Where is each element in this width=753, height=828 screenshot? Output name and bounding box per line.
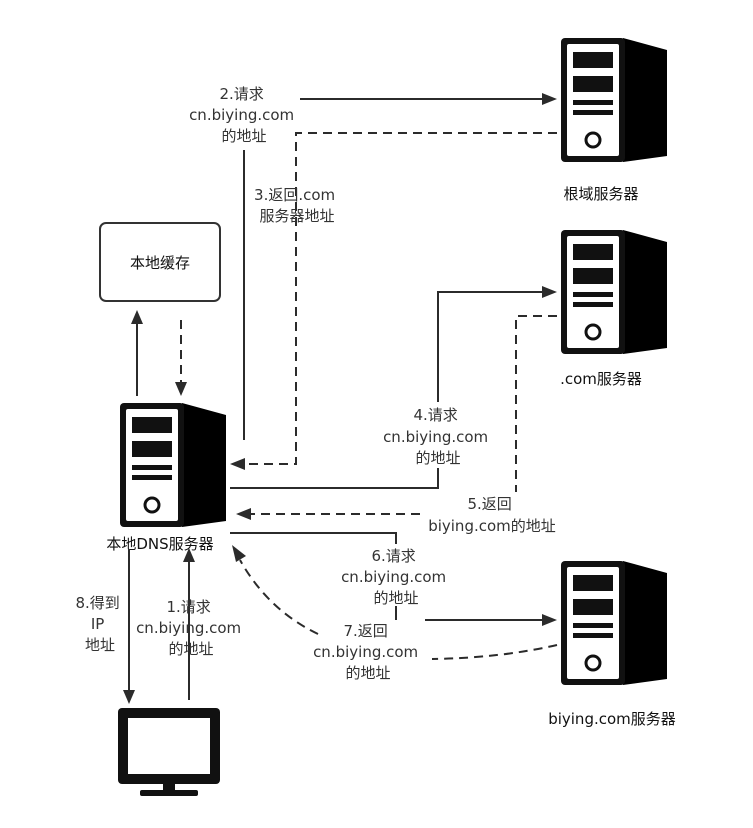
arrow-step3-response xyxy=(230,132,557,470)
arrow-step7-response xyxy=(232,545,558,660)
com-server-icon xyxy=(559,228,669,356)
biying-server-label: biying.com服务器 xyxy=(548,710,676,728)
arrow-step4-request xyxy=(230,286,557,489)
local-cache-node: 本地缓存 xyxy=(99,222,221,302)
root-server-icon xyxy=(559,36,669,164)
arrow-step5-response xyxy=(236,315,557,520)
com-server-label: .com服务器 xyxy=(560,370,642,388)
arrow-step1-request xyxy=(183,548,195,700)
arrow-step6-request xyxy=(230,532,557,626)
arrow-step8-ip-returned xyxy=(123,549,135,704)
step2-label: 2.请求 cn.biying.com 的地址 xyxy=(189,85,299,145)
step7-label: 7.返回 cn.biying.com 的地址 xyxy=(313,622,423,682)
local-dns-server-icon xyxy=(118,401,228,529)
arrow-dns-to-cache xyxy=(131,310,143,396)
step5-label: 5.返回 biying.com的地址 xyxy=(428,495,556,535)
step6-label: 6.请求 cn.biying.com 的地址 xyxy=(341,547,451,607)
root-server-label: 根域服务器 xyxy=(563,185,638,203)
client-monitor-icon xyxy=(118,708,220,796)
step8-label: 8.得到 IP 地址 xyxy=(75,594,124,654)
local-cache-label: 本地缓存 xyxy=(130,254,190,272)
biying-server-icon xyxy=(559,559,669,687)
arrow-cache-to-dns xyxy=(175,320,187,396)
local-dns-server-label: 本地DNS服务器 xyxy=(106,535,213,553)
step1-label: 1.请求 cn.biying.com 的地址 xyxy=(136,598,246,658)
step4-label: 4.请求 cn.biying.com 的地址 xyxy=(383,406,493,467)
arrow-step2-request xyxy=(243,93,557,440)
step3-label: 3.返回.com 服务器地址 xyxy=(254,186,340,225)
